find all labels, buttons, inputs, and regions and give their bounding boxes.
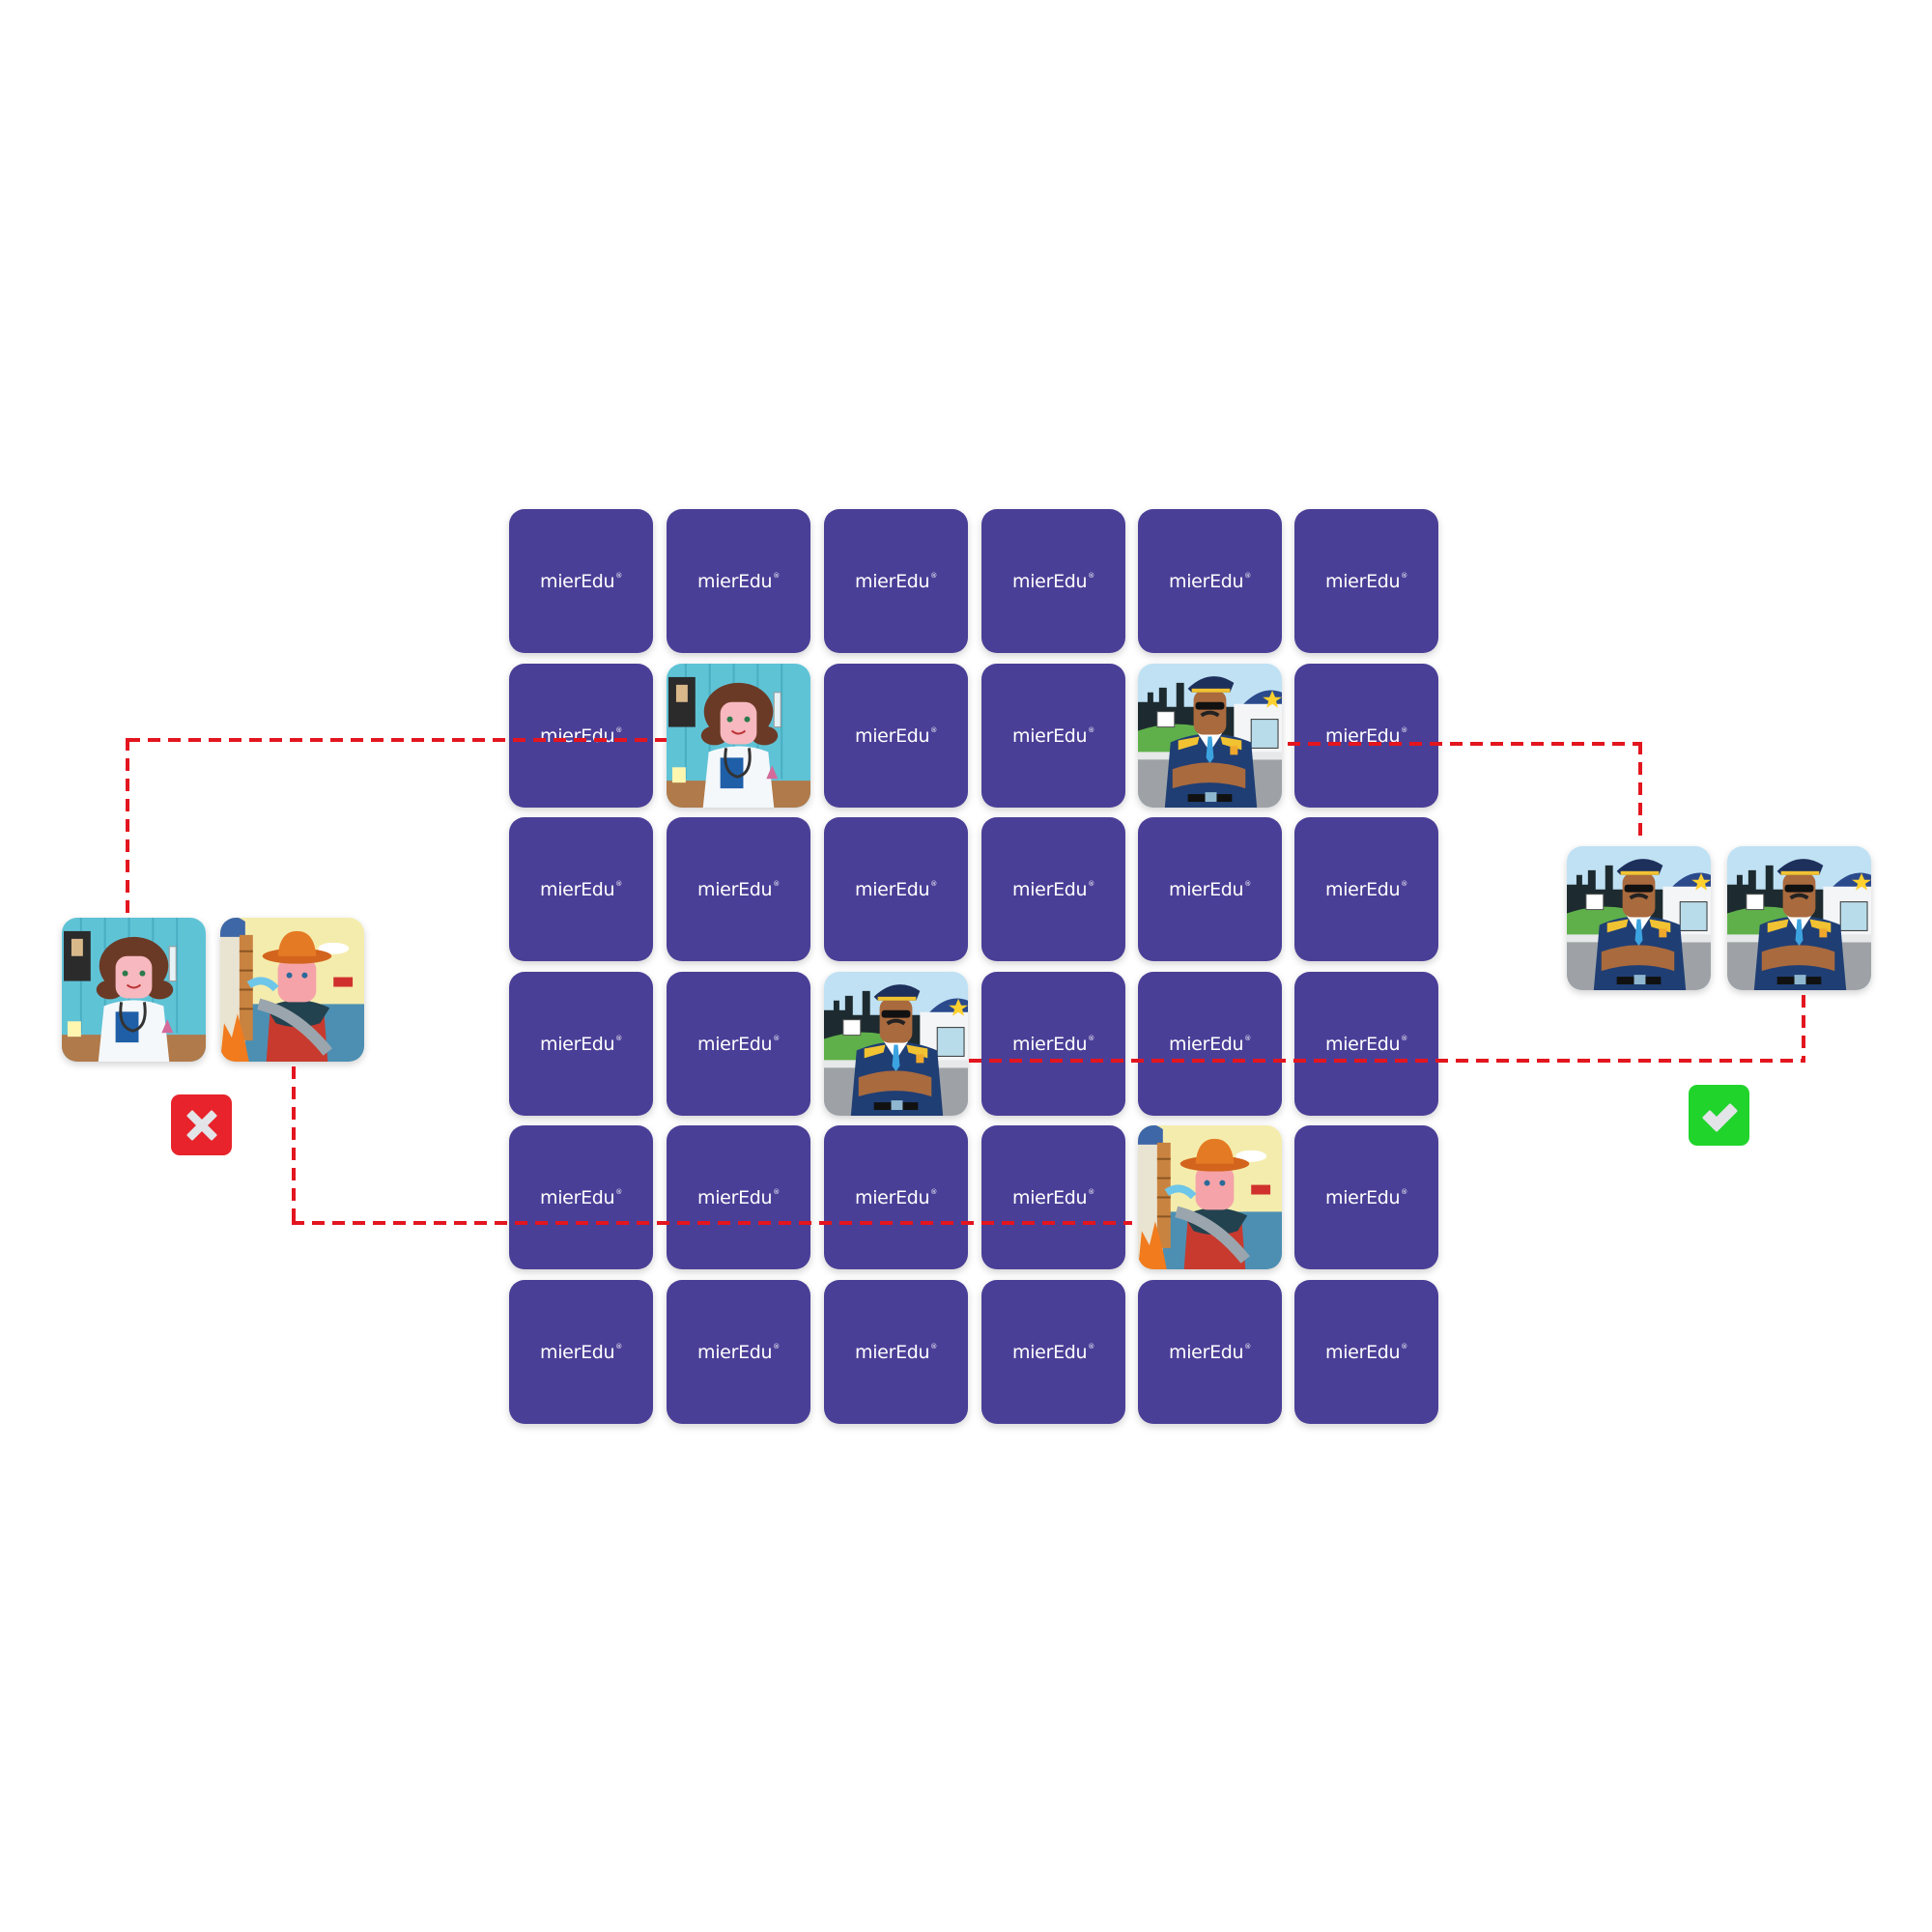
grid-card-back-r3c5[interactable]: mierEdu® xyxy=(1138,817,1282,961)
grid-card-back-r6c6[interactable]: mierEdu® xyxy=(1294,1280,1438,1424)
brand-logo: mierEdu® xyxy=(697,1033,780,1055)
right-pair-card-police-2 xyxy=(1727,846,1871,990)
brand-logo: mierEdu® xyxy=(540,570,622,592)
grid-card-back-r2c3[interactable]: mierEdu® xyxy=(824,664,968,808)
connector-firefighter-vertical xyxy=(292,1066,296,1225)
left-pair-card-doctor xyxy=(62,918,206,1062)
doctor-illustration-icon xyxy=(667,664,810,808)
brand-logo: mierEdu® xyxy=(855,1186,937,1208)
police-illustration-icon xyxy=(824,972,968,1116)
grid-card-back-r2c6[interactable]: mierEdu® xyxy=(1294,664,1438,808)
brand-logo: mierEdu® xyxy=(1325,1341,1407,1363)
brand-logo: mierEdu® xyxy=(540,878,622,900)
firefighter-illustration-icon xyxy=(1138,1125,1282,1269)
grid-card-doctor-r2c2[interactable] xyxy=(667,664,810,808)
grid-card-back-r1c1[interactable]: mierEdu® xyxy=(509,509,653,653)
grid-card-back-r6c4[interactable]: mierEdu® xyxy=(981,1280,1125,1424)
brand-logo: mierEdu® xyxy=(697,878,780,900)
brand-logo: mierEdu® xyxy=(1325,570,1407,592)
grid-card-back-r3c6[interactable]: mierEdu® xyxy=(1294,817,1438,961)
grid-card-back-r3c3[interactable]: mierEdu® xyxy=(824,817,968,961)
brand-logo: mierEdu® xyxy=(540,1186,622,1208)
brand-logo: mierEdu® xyxy=(1325,1033,1407,1055)
brand-logo: mierEdu® xyxy=(1169,1341,1251,1363)
brand-logo: mierEdu® xyxy=(1325,724,1407,747)
connector-police-top-vertical xyxy=(1638,742,1642,840)
brand-logo: mierEdu® xyxy=(540,1033,622,1055)
firefighter-illustration-icon xyxy=(220,918,364,1062)
police-illustration-icon xyxy=(1138,664,1282,808)
grid-card-back-r2c4[interactable]: mierEdu® xyxy=(981,664,1125,808)
grid-card-back-r5c1[interactable]: mierEdu® xyxy=(509,1125,653,1269)
brand-logo: mierEdu® xyxy=(855,724,937,747)
connector-doctor-vertical xyxy=(126,738,129,916)
grid-card-back-r6c5[interactable]: mierEdu® xyxy=(1138,1280,1282,1424)
checkmark-icon xyxy=(1696,1093,1743,1139)
grid-card-police-r2c5[interactable] xyxy=(1138,664,1282,808)
left-pair-card-firefighter xyxy=(220,918,364,1062)
grid-card-back-r6c1[interactable]: mierEdu® xyxy=(509,1280,653,1424)
brand-logo: mierEdu® xyxy=(855,878,937,900)
brand-logo: mierEdu® xyxy=(1012,1341,1094,1363)
connector-police-top-horizontal xyxy=(1288,742,1642,746)
grid-card-back-r4c6[interactable]: mierEdu® xyxy=(1294,972,1438,1116)
brand-logo: mierEdu® xyxy=(1012,724,1094,747)
brand-logo: mierEdu® xyxy=(1012,878,1094,900)
connector-police-bottom-horizontal xyxy=(969,1059,1805,1063)
grid-card-back-r6c3[interactable]: mierEdu® xyxy=(824,1280,968,1424)
brand-logo: mierEdu® xyxy=(697,1341,780,1363)
grid-card-back-r6c2[interactable]: mierEdu® xyxy=(667,1280,810,1424)
grid-card-back-r5c4[interactable]: mierEdu® xyxy=(981,1125,1125,1269)
grid-card-back-r4c1[interactable]: mierEdu® xyxy=(509,972,653,1116)
brand-logo: mierEdu® xyxy=(1169,878,1251,900)
brand-logo: mierEdu® xyxy=(540,1341,622,1363)
grid-card-back-r1c3[interactable]: mierEdu® xyxy=(824,509,968,653)
grid-card-back-r5c3[interactable]: mierEdu® xyxy=(824,1125,968,1269)
right-pair-card-police-1 xyxy=(1567,846,1711,990)
brand-logo: mierEdu® xyxy=(1012,570,1094,592)
grid-card-back-r4c4[interactable]: mierEdu® xyxy=(981,972,1125,1116)
grid-card-back-r1c4[interactable]: mierEdu® xyxy=(981,509,1125,653)
grid-card-back-r1c6[interactable]: mierEdu® xyxy=(1294,509,1438,653)
grid-card-back-r3c1[interactable]: mierEdu® xyxy=(509,817,653,961)
connector-doctor-horizontal xyxy=(128,738,667,742)
x-icon xyxy=(179,1102,225,1149)
grid-card-back-r4c2[interactable]: mierEdu® xyxy=(667,972,810,1116)
brand-logo: mierEdu® xyxy=(855,570,937,592)
grid-card-back-r3c2[interactable]: mierEdu® xyxy=(667,817,810,961)
brand-logo: mierEdu® xyxy=(540,724,622,747)
brand-logo: mierEdu® xyxy=(697,1186,780,1208)
grid-card-back-r4c5[interactable]: mierEdu® xyxy=(1138,972,1282,1116)
brand-logo: mierEdu® xyxy=(697,570,780,592)
brand-logo: mierEdu® xyxy=(1169,570,1251,592)
grid-card-back-r1c2[interactable]: mierEdu® xyxy=(667,509,810,653)
grid-card-back-r2c1[interactable]: mierEdu® xyxy=(509,664,653,808)
grid-card-back-r5c2[interactable]: mierEdu® xyxy=(667,1125,810,1269)
match-badge xyxy=(1689,1085,1749,1146)
brand-logo: mierEdu® xyxy=(1169,1033,1251,1055)
brand-logo: mierEdu® xyxy=(855,1341,937,1363)
connector-police-bottom-vertical xyxy=(1802,995,1805,1063)
brand-logo: mierEdu® xyxy=(1325,1186,1407,1208)
police-illustration-icon xyxy=(1727,846,1871,990)
doctor-illustration-icon xyxy=(62,918,206,1062)
grid-card-police-r4c3[interactable] xyxy=(824,972,968,1116)
grid-card-back-r1c5[interactable]: mierEdu® xyxy=(1138,509,1282,653)
connector-firefighter-horizontal xyxy=(292,1221,1132,1225)
grid-card-firefighter-r5c5[interactable] xyxy=(1138,1125,1282,1269)
brand-logo: mierEdu® xyxy=(1012,1186,1094,1208)
brand-logo: mierEdu® xyxy=(1325,878,1407,900)
police-illustration-icon xyxy=(1567,846,1711,990)
grid-card-back-r3c4[interactable]: mierEdu® xyxy=(981,817,1125,961)
brand-logo: mierEdu® xyxy=(1012,1033,1094,1055)
mismatch-badge xyxy=(171,1094,232,1155)
grid-card-back-r5c6[interactable]: mierEdu® xyxy=(1294,1125,1438,1269)
